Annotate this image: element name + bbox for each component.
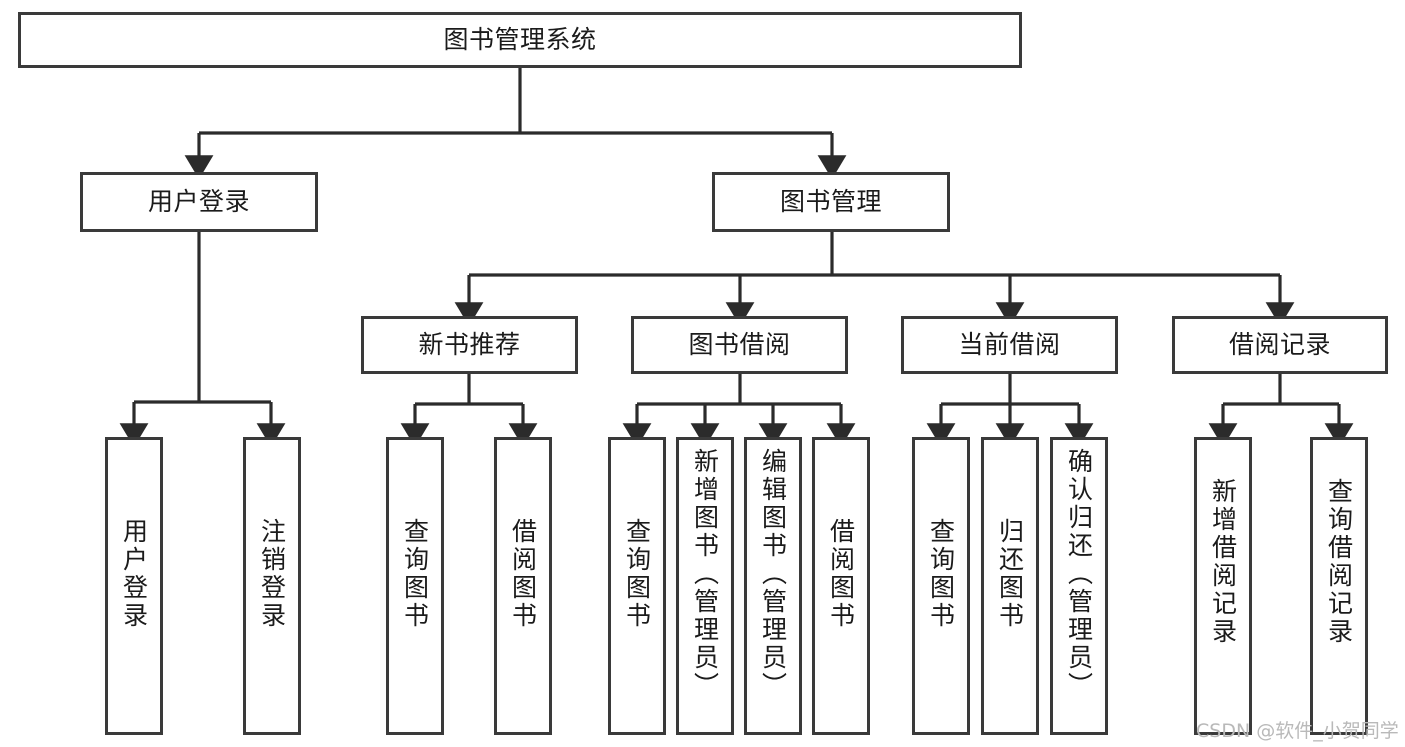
node-new-book-recommend[interactable]: 新书推荐 (361, 316, 578, 374)
node-borrow-record[interactable]: 借阅记录 (1172, 316, 1388, 374)
node-book-management-label: 图书管理 (779, 187, 882, 216)
node-root-label: 图书管理系统 (443, 25, 597, 54)
node-book-borrow[interactable]: 图书借阅 (631, 316, 848, 374)
leaf-query-book-2-label: 查询图书 (622, 518, 652, 630)
node-current-borrow-label: 当前借阅 (958, 330, 1061, 359)
leaf-borrow-book-1[interactable]: 借阅图书 (494, 437, 552, 735)
leaf-query-book-1-label: 查询图书 (400, 518, 430, 630)
leaf-edit-book-label: 编辑图书（管理员） (758, 448, 788, 700)
node-book-management[interactable]: 图书管理 (712, 172, 950, 232)
leaf-edit-book[interactable]: 编辑图书（管理员） (744, 437, 802, 735)
node-book-borrow-label: 图书借阅 (688, 330, 791, 359)
leaf-borrow-book-2[interactable]: 借阅图书 (812, 437, 870, 735)
node-user-login[interactable]: 用户登录 (80, 172, 318, 232)
leaf-return-book[interactable]: 归还图书 (981, 437, 1039, 735)
leaf-add-record-label: 新增借阅记录 (1208, 478, 1238, 646)
leaf-borrow-book-2-label: 借阅图书 (826, 518, 856, 630)
leaf-confirm-return-label: 确认归还（管理员） (1064, 448, 1094, 700)
leaf-borrow-book-1-label: 借阅图书 (508, 518, 538, 630)
node-borrow-record-label: 借阅记录 (1228, 330, 1331, 359)
leaf-user-login[interactable]: 用户登录 (105, 437, 163, 735)
leaf-query-book-1[interactable]: 查询图书 (386, 437, 444, 735)
leaf-query-book-3-label: 查询图书 (926, 518, 956, 630)
node-current-borrow[interactable]: 当前借阅 (901, 316, 1118, 374)
node-root[interactable]: 图书管理系统 (18, 12, 1022, 68)
leaf-query-book-3[interactable]: 查询图书 (912, 437, 970, 735)
leaf-user-logout[interactable]: 注销登录 (243, 437, 301, 735)
leaf-query-book-2[interactable]: 查询图书 (608, 437, 666, 735)
leaf-confirm-return[interactable]: 确认归还（管理员） (1050, 437, 1108, 735)
leaf-add-record[interactable]: 新增借阅记录 (1194, 437, 1252, 735)
leaf-query-record-label: 查询借阅记录 (1324, 478, 1354, 646)
leaf-add-book[interactable]: 新增图书（管理员） (676, 437, 734, 735)
leaf-return-book-label: 归还图书 (995, 518, 1025, 630)
leaf-user-login-label: 用户登录 (119, 518, 149, 630)
node-new-book-recommend-label: 新书推荐 (418, 330, 521, 359)
node-user-login-label: 用户登录 (147, 187, 250, 216)
leaf-add-book-label: 新增图书（管理员） (690, 448, 720, 700)
watermark-text: CSDN @软件_小贺同学 (1196, 720, 1399, 742)
leaf-user-logout-label: 注销登录 (257, 518, 287, 630)
leaf-query-record[interactable]: 查询借阅记录 (1310, 437, 1368, 735)
